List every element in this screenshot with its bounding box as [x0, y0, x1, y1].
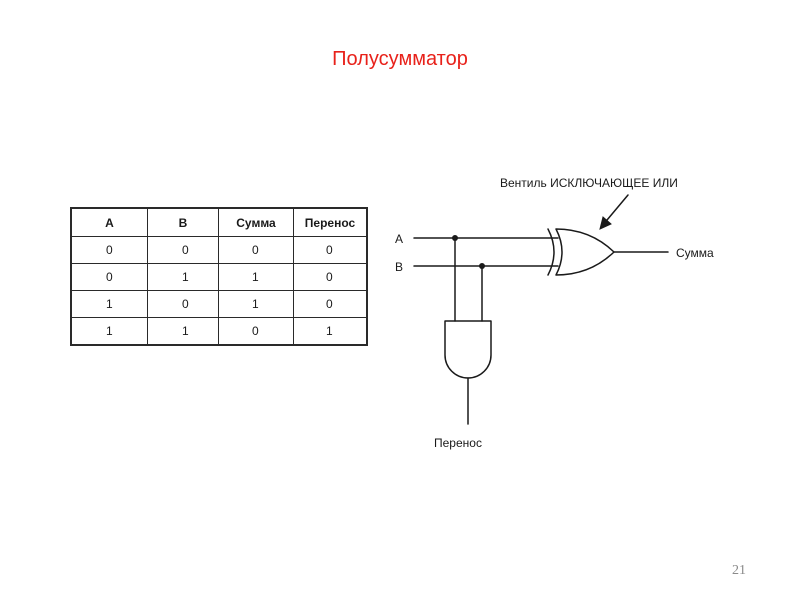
page-number: 21: [732, 563, 746, 578]
output-label-carry: Перенос: [434, 436, 482, 450]
input-label-b: B: [395, 260, 403, 274]
table-cell: 1: [218, 290, 294, 318]
table-cell: 0: [147, 236, 219, 264]
table-cell: 1: [293, 317, 368, 346]
table-cell: 0: [70, 263, 148, 291]
table-cell: 0: [70, 236, 148, 264]
xor-gate-input-arc: [547, 228, 555, 276]
gate-pointer-arrowhead: [599, 216, 612, 230]
table-cell: 0: [218, 236, 294, 264]
table-row: 0 1 1 0: [70, 263, 368, 291]
table-cell: 0: [218, 317, 294, 346]
table-cell: 0: [147, 290, 219, 318]
table-header-cell: Перенос: [293, 207, 368, 237]
table-header-cell: B: [147, 207, 219, 237]
table-cell: 1: [218, 263, 294, 291]
table-cell: 0: [293, 290, 368, 318]
and-gate-body: [444, 320, 492, 379]
table-row: 1 1 0 1: [70, 317, 368, 346]
junction-dot: [452, 235, 458, 241]
junction-dot: [479, 263, 485, 269]
truth-table: A B Сумма Перенос 0 0 0 0 0 1 1 0 1 0 1 …: [70, 207, 368, 346]
input-label-a: A: [395, 232, 403, 246]
gate-label: Вентиль ИСКЛЮЧАЮЩЕЕ ИЛИ: [500, 176, 678, 190]
table-header-row: A B Сумма Перенос: [70, 207, 368, 237]
table-cell: 0: [293, 263, 368, 291]
slide-title: Полусумматор: [332, 48, 468, 70]
table-row: 1 0 1 0: [70, 290, 368, 318]
table-header-cell: A: [70, 207, 148, 237]
xor-gate-body: [555, 228, 615, 276]
table-cell: 1: [70, 317, 148, 346]
output-label-sum: Сумма: [676, 246, 714, 260]
table-header-cell: Сумма: [218, 207, 294, 237]
